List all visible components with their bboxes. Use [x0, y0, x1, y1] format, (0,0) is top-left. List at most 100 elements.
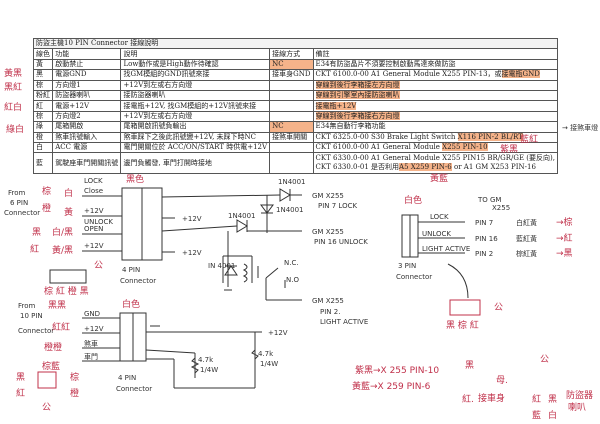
diagram-label: 紅 — [532, 394, 541, 405]
diagram-label: 藍紅 — [520, 133, 538, 145]
cell-note: CKT 6330.0-00 A1 General Module X255 PIN… — [312, 152, 559, 175]
diagram-label: PIN 2 — [475, 250, 493, 258]
diagram-label: From — [18, 302, 36, 310]
diagram-label: GM X255 — [312, 297, 344, 305]
diagram-label: 紅 — [30, 244, 39, 255]
diagram-label: 橙橙 — [44, 341, 62, 353]
diagram-label: +12V — [84, 325, 104, 333]
note-highlight: 接電瓶GND — [501, 70, 540, 79]
diagram-label: GND — [84, 310, 100, 318]
diagram-label: 公 — [94, 260, 103, 271]
note-highlight: X116 PIN-2 BL/RT — [457, 132, 523, 141]
diagram-label: → 接煞車燈 — [562, 123, 598, 132]
diagram-label: PIN 7 LOCK — [318, 202, 357, 210]
table-row: 粉紅防盜器喇叭接防盜器喇叭穿線到引擎室內接防盜喇叭 — [32, 89, 559, 102]
diagram-label: 車門 — [84, 352, 98, 361]
diagram-label: UNLOCK — [84, 218, 113, 226]
diagram-label: 黃藍 — [430, 172, 448, 184]
diagram-label: +12V — [268, 329, 288, 337]
diagram-label: 1N4001 — [276, 206, 304, 214]
diagram-label: Connector — [18, 327, 54, 335]
diagram-label: 4.7k — [198, 356, 214, 364]
cell-color: 藍 — [32, 152, 54, 175]
diagram-label: 棕紅黃 — [516, 249, 537, 258]
diagram-label: 母. — [496, 375, 508, 386]
diagram-label: 橙 — [42, 202, 51, 214]
diagram-label: 黑黑 — [48, 300, 66, 311]
diagram-label: 白/黑 — [52, 226, 73, 238]
diagram-label: 黃藍→X 259 PIN-6 — [352, 380, 431, 392]
diagram-label: →棕 — [556, 216, 573, 228]
diagram-label: 棕 — [42, 185, 51, 197]
diagram-label: 4 PIN — [122, 266, 140, 274]
diagram-label: 紫黑→X 255 PIN-10 — [355, 365, 439, 376]
diagram-label: 紫黑 — [500, 144, 518, 155]
diagram-label: 黑 — [32, 227, 41, 238]
diagram-label: PIN 7 — [475, 219, 493, 227]
note-highlight: 接電瓶+12V — [315, 101, 357, 110]
diagram-label: 黃黑 — [4, 67, 22, 79]
diagram-label: 紅紅 — [52, 322, 70, 333]
note-highlight: 穿線到後行李箱接左方向燈 — [315, 80, 400, 89]
diagram-label: LOCK — [430, 213, 449, 221]
diagram-label: TO GM — [477, 196, 501, 204]
diagram-label: 棕 紅 橙 黑 — [44, 285, 89, 297]
diagram-label: Connector — [4, 209, 40, 217]
diagram-label: 黑色 — [126, 173, 144, 185]
diagram-label: From — [8, 189, 26, 197]
note-text: CKT 6100.0-00 A1 General Module X255 PIN… — [315, 70, 502, 79]
diagram-label: 紅白 — [4, 101, 22, 113]
diagram-label: 白色 — [122, 298, 140, 310]
diagram-label: 黑 棕 紅 — [446, 319, 479, 331]
diagram-label: UNLOCK — [422, 230, 451, 238]
diagram-label: 10 PIN — [20, 312, 43, 320]
diagram-label: GM X255 — [312, 228, 344, 236]
diagram-label: 白紅黃 — [516, 218, 537, 227]
diagram-label: PIN 2. — [320, 308, 340, 316]
diagram-label: 黑 — [16, 372, 25, 383]
diagram-label: 防盜器 — [566, 389, 593, 401]
diagram-label: 4 PIN — [118, 374, 136, 382]
diagram-label: Close — [84, 187, 103, 195]
diagram-label: PIN 16 — [475, 235, 498, 243]
note-text: CKT 6100.0-00 A1 General Module — [315, 143, 443, 152]
diagram-label: LIGHT ACTIVE — [422, 245, 470, 253]
diagram-label: 藍紅黃 — [516, 234, 537, 243]
diagram-label: 4.7k — [258, 350, 274, 358]
note-text: E34有防盜晶片不須要控制啟動馬達來做防盜 — [315, 59, 456, 68]
diagram-label: 公 — [42, 402, 51, 413]
diagram-label: 黃/黑 — [52, 244, 73, 256]
note-text: E34無自動行李箱功能 — [315, 122, 386, 131]
diagram-label: 6 PIN — [10, 199, 28, 207]
diagram-label: 公 — [494, 302, 503, 313]
cell-color: 白 — [32, 141, 54, 154]
diagram-label: 白色 — [404, 194, 422, 206]
diagram-label: 1/4W — [200, 366, 218, 374]
note-highlight: 穿線到引擎室內接防盜喇叭 — [315, 91, 400, 100]
diagram-label: 1N4001 — [228, 212, 256, 220]
diagram-label: GM X255 — [312, 192, 344, 200]
diagram-label: +12V — [84, 207, 104, 215]
diagram-label: +12V — [84, 242, 104, 250]
diagram-label: PIN 16 UNLOCK — [314, 238, 368, 246]
cell-func: 駕駛座車門開關訊號 — [52, 152, 122, 175]
diagram-label: +12V — [182, 249, 202, 257]
diagram-label: X255 — [492, 204, 510, 212]
diagram-label: 黃 — [64, 206, 73, 218]
diagram-label: IN 4001 — [208, 262, 235, 270]
cell-wiring — [269, 141, 314, 154]
note-text: A5 X259 PIN-6 — [399, 163, 452, 172]
note-text: CKT 6330.0-01 是否利用 — [315, 163, 400, 172]
diagram-label: →黑 — [556, 248, 573, 259]
cell-func: ACC 電源 — [52, 141, 122, 154]
diagram-label: 接車身 — [478, 392, 505, 404]
diagram-label: Connector — [396, 273, 432, 281]
diagram-label: N.C. — [284, 259, 299, 267]
wiring-table: 防盜主機10 PIN Connector 接線說明 線色功能說明接線方式備註 黃… — [32, 37, 559, 175]
diagram-label: 黑紅 — [4, 82, 22, 93]
diagram-label: 黑 — [465, 360, 474, 371]
diagram-label: N.O — [286, 276, 299, 284]
